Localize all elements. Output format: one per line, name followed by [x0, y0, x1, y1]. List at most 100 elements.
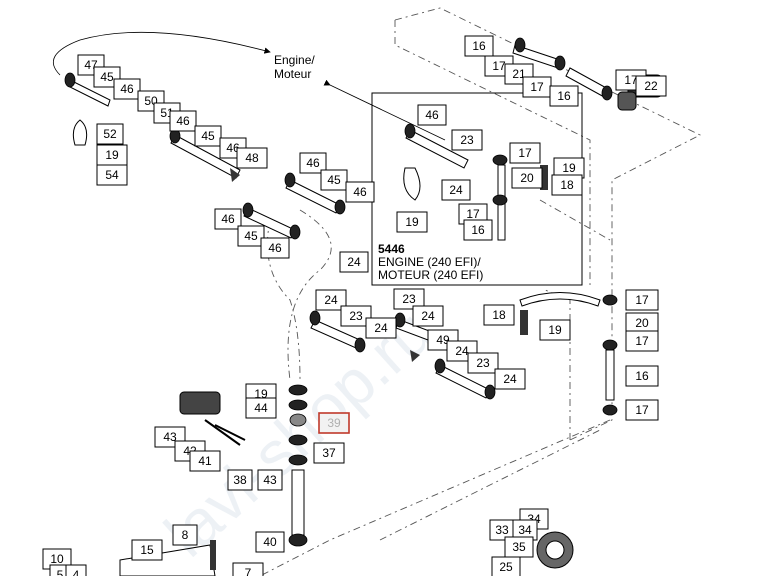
callout-box [169, 110, 197, 132]
callout-box [214, 208, 242, 230]
callout-box [260, 237, 290, 259]
callout-number: 20 [635, 316, 649, 330]
callout-box [172, 524, 198, 546]
engine-label-line2: Moteur [274, 67, 311, 81]
callout-number: 18 [560, 178, 574, 192]
callout-number: 16 [635, 369, 649, 383]
callout-number: 17 [635, 334, 649, 348]
callout-45: 45 [194, 125, 222, 147]
callout-number: 17 [492, 59, 506, 73]
callout-35: 35 [504, 536, 534, 558]
callout-box [113, 78, 141, 100]
callout-box [625, 330, 659, 352]
callout-number: 48 [245, 151, 259, 165]
callout-16: 16 [625, 365, 659, 387]
callout-7: 7 [232, 562, 264, 576]
callout-number: 16 [472, 39, 486, 53]
callout-number: 17 [635, 403, 649, 417]
engine-240-label-line1: ENGINE (240 EFI)/ [378, 255, 481, 269]
callout-45: 45 [93, 66, 121, 88]
callout-number: 24 [374, 321, 388, 335]
callout-24: 24 [315, 289, 347, 311]
callout-number: 38 [233, 473, 247, 487]
callout-box [441, 179, 471, 201]
callout-box [549, 85, 579, 107]
callout-number: 19 [562, 161, 576, 175]
callout-number: 24 [347, 255, 361, 269]
callout-box [511, 167, 543, 189]
callout-number: 23 [402, 292, 416, 306]
callout-number: 16 [471, 223, 485, 237]
callout-number: 10 [50, 552, 64, 566]
callout-box [339, 251, 369, 273]
callout-8: 8 [172, 524, 198, 546]
callout-number: 7 [245, 566, 252, 576]
callout-24: 24 [441, 179, 471, 201]
callout-box [318, 412, 350, 434]
ref-5446-label: 5446 [378, 242, 405, 256]
callout-box [464, 35, 494, 57]
callout-box [65, 564, 87, 576]
callout-10: 10 [42, 548, 72, 570]
callout-24: 24 [412, 305, 444, 327]
callout-number: 46 [306, 156, 320, 170]
callout-box [96, 164, 128, 186]
callout-number: 22 [644, 79, 658, 93]
callout-number: 46 [425, 108, 439, 122]
callout-box [237, 225, 265, 247]
callout-box [467, 352, 499, 374]
callout-20: 20 [511, 167, 543, 189]
callout-54: 54 [96, 164, 128, 186]
callout-number: 45 [244, 229, 258, 243]
callout-19: 19 [553, 157, 585, 179]
callout-16: 16 [549, 85, 579, 107]
callout-box [463, 219, 493, 241]
callout-number: 52 [103, 127, 117, 141]
callout-number: 4 [73, 568, 80, 576]
callout-number: 17 [518, 146, 532, 160]
callout-16: 16 [463, 219, 493, 241]
callout-number: 46 [221, 212, 235, 226]
callout-37: 37 [313, 442, 345, 464]
callout-number: 46 [268, 241, 282, 255]
callout-25: 25 [491, 556, 521, 576]
callout-44: 44 [245, 397, 277, 419]
callout-box [315, 289, 347, 311]
callout-24: 24 [494, 368, 526, 390]
callout-number: 34 [518, 523, 532, 537]
callout-17: 17 [625, 289, 659, 311]
callout-number: 18 [492, 308, 506, 322]
callout-15: 15 [131, 539, 163, 561]
callout-number: 46 [353, 185, 367, 199]
callout-number: 43 [163, 430, 177, 444]
callout-number: 17 [530, 80, 544, 94]
callout-43: 43 [257, 469, 283, 491]
callout-number: 24 [503, 372, 517, 386]
callout-number: 23 [476, 356, 490, 370]
engine-arrow-tail [53, 39, 81, 76]
callout-number: 23 [349, 309, 363, 323]
callout-box [491, 556, 521, 576]
callout-box [393, 288, 425, 310]
callout-number: 19 [548, 323, 562, 337]
callout-46: 46 [169, 110, 197, 132]
engine-label-line1: Engine/ [274, 53, 315, 67]
engine-leader [323, 79, 446, 141]
callout-46: 46 [345, 181, 375, 203]
callout-box [551, 174, 583, 196]
callout-number: 46 [176, 114, 190, 128]
callout-16: 16 [464, 35, 494, 57]
callout-number: 8 [182, 528, 189, 542]
callout-number: 39 [327, 416, 341, 430]
callout-23: 23 [451, 129, 483, 151]
callout-box [313, 442, 345, 464]
callout-number: 17 [635, 293, 649, 307]
callout-box [625, 289, 659, 311]
callout-22: 22 [635, 75, 667, 97]
engine-arrow-line [79, 31, 271, 54]
callout-number: 45 [201, 129, 215, 143]
callout-number: 16 [557, 89, 571, 103]
callout-40: 40 [255, 531, 285, 553]
callout-box [539, 319, 571, 341]
callout-45: 45 [320, 169, 348, 191]
